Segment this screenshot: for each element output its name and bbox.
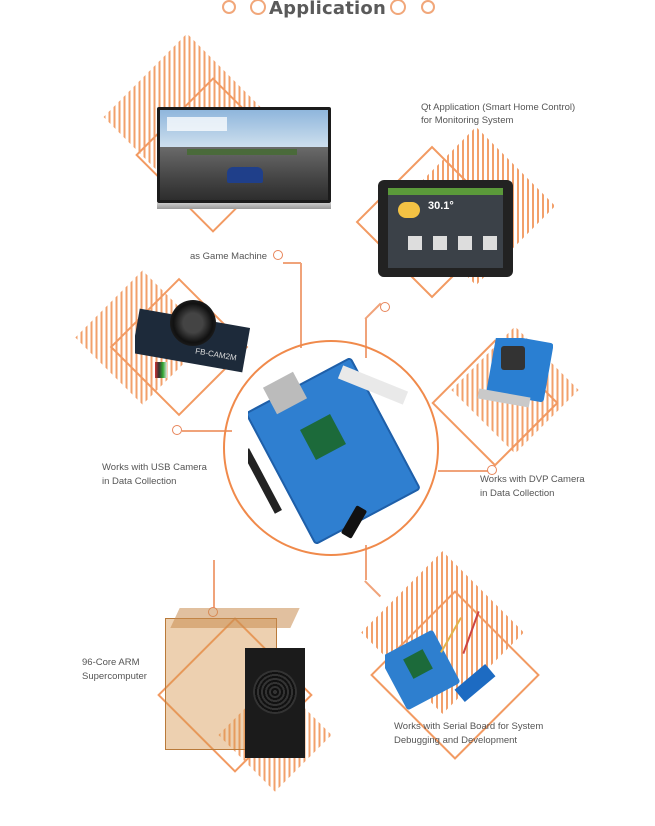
qt-caption-line2: for Monitoring System <box>421 115 514 126</box>
connector-line <box>365 318 367 358</box>
tablet-temperature: 30.1° <box>428 200 454 212</box>
cluster-image <box>165 608 315 768</box>
left-outer-ring-icon <box>222 0 236 14</box>
cluster-caption-line2: Supercomputer <box>82 671 147 682</box>
serial-board-image <box>385 605 515 715</box>
usb-connector-dot <box>172 425 182 435</box>
qt-connector-dot <box>380 302 390 312</box>
connector-line <box>438 470 493 472</box>
right-inner-ring-icon <box>390 0 406 15</box>
connector-line <box>364 580 382 597</box>
center-circle <box>223 340 439 556</box>
game-connector-dot <box>273 250 283 260</box>
serial-caption-line1: Works with Serial Board for System <box>394 721 544 732</box>
connector-line <box>283 262 301 264</box>
dvp-caption-line1: Works with DVP Camera <box>480 474 585 485</box>
right-outer-ring-icon <box>421 0 435 14</box>
game-tv-image <box>157 107 331 209</box>
qt-caption-line1: Qt Application (Smart Home Control) <box>421 102 576 113</box>
dvp-connector-dot <box>487 465 497 475</box>
left-inner-ring-icon <box>250 0 266 15</box>
serial-caption-line2: Debugging and Development <box>394 735 518 746</box>
usb-caption-line2: in Data Collection <box>102 476 177 487</box>
cluster-caption-line1: 96-Core ARM <box>82 657 140 668</box>
dvp-caption-line2: in Data Collection <box>480 488 555 499</box>
connector-line <box>182 430 232 432</box>
connector-line <box>364 302 382 320</box>
connector-line <box>213 560 215 615</box>
usb-camera-image: FB-CAM2M <box>135 300 250 380</box>
game-caption: as Game Machine <box>190 251 268 262</box>
main-board-image <box>248 348 433 548</box>
qt-tablet-image: 30.1° <box>378 180 513 277</box>
page-title: Application <box>268 0 386 19</box>
connector-line <box>365 545 367 580</box>
dvp-camera-image <box>473 338 553 418</box>
usb-caption-line1: Works with USB Camera <box>102 462 207 473</box>
connector-line <box>300 263 302 348</box>
